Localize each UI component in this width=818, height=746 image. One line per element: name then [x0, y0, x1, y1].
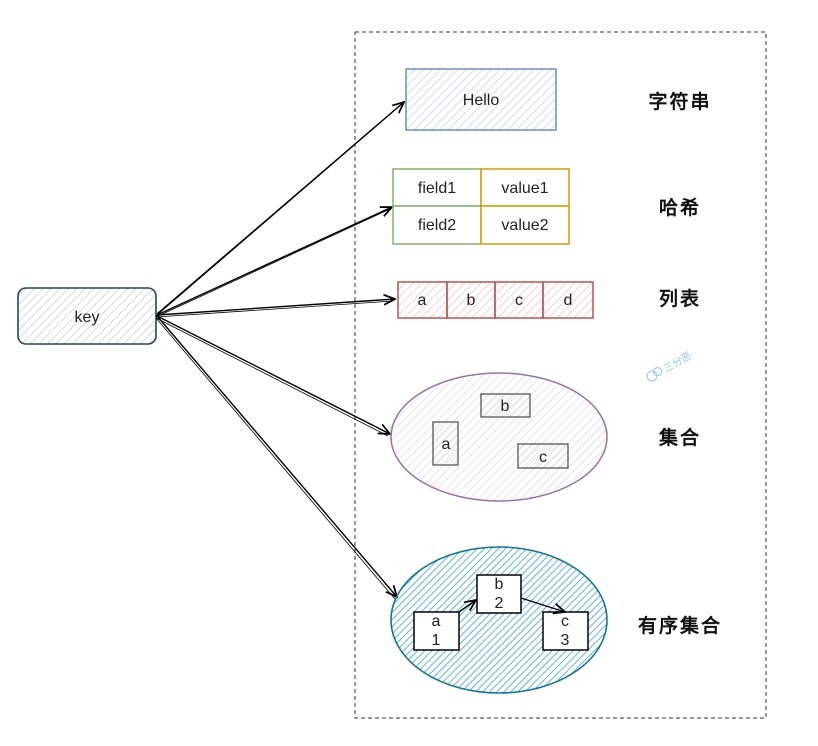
- watermark-text: 三分恶: [662, 350, 694, 375]
- zset-arrow-a-b: [458, 600, 476, 613]
- hash-field: field1: [418, 180, 456, 197]
- hash-field: field2: [418, 217, 456, 234]
- set-member: c: [539, 449, 547, 466]
- string-type-label: 字符串: [648, 90, 711, 113]
- hash-node: field1 value1 field2 value2: [392, 168, 570, 245]
- list-node: a b c d: [397, 281, 594, 319]
- type-container: [354, 31, 767, 719]
- list-item: a: [418, 292, 427, 309]
- list-type-label: 列表: [659, 287, 701, 310]
- arrow-to-hash: [156, 207, 392, 316]
- watermark: 三分恶: [646, 350, 694, 382]
- set-type-label: 集合: [658, 426, 701, 449]
- key-label: key: [75, 309, 100, 326]
- key-arrows: [155, 102, 404, 600]
- hash-type-label: 哈希: [659, 196, 701, 219]
- hash-value: value1: [501, 180, 548, 197]
- zset-score: 1: [432, 632, 441, 649]
- zset-type-label: 有序集合: [638, 614, 722, 637]
- zset-score: 3: [561, 632, 570, 649]
- set-member: a: [442, 436, 451, 453]
- zset-member: b: [495, 576, 504, 593]
- set-member: b: [501, 398, 510, 415]
- list-item: b: [467, 292, 476, 309]
- arrow-to-zset: [156, 315, 397, 597]
- list-item: c: [515, 292, 523, 309]
- zset-node: a 1 b 2 c 3: [390, 546, 608, 694]
- arrow-to-set: [156, 315, 390, 434]
- zset-member: c: [561, 613, 569, 630]
- zset-score: 2: [495, 595, 504, 612]
- hash-value: value2: [501, 217, 548, 234]
- arrow-to-list: [156, 299, 395, 316]
- list-item: d: [564, 292, 573, 309]
- key-node: key: [17, 287, 157, 345]
- set-node: a b c: [390, 372, 608, 502]
- string-node: Hello: [405, 68, 557, 131]
- zset-member: a: [432, 613, 441, 630]
- zset-arrow-b-c: [520, 597, 565, 612]
- string-value: Hello: [463, 92, 500, 109]
